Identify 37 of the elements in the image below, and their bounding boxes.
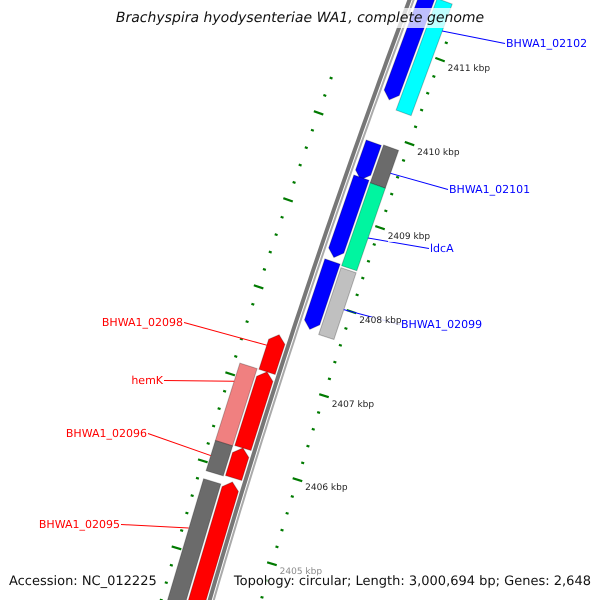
scale-label: 2405 kbp <box>280 568 322 578</box>
gene-label: hemK <box>131 375 163 386</box>
leader-line <box>390 172 448 190</box>
gene-label: ldcA <box>430 243 454 254</box>
scale-label: 2410 kbp <box>417 148 460 158</box>
title: Brachyspira hyodysenteriae WA1, complete genome <box>114 8 486 28</box>
gene-pointed-bar <box>328 174 370 258</box>
gene-pointed-bar <box>258 334 286 376</box>
gene-label: BHWA1_02096 <box>66 428 147 439</box>
leader-line <box>184 322 268 346</box>
gene-pointed-bar <box>355 139 382 180</box>
gene-bar <box>214 362 258 447</box>
gene-label: BHWA1_02101 <box>449 184 530 195</box>
gene-label: BHWA1_02099 <box>401 319 482 330</box>
leader-line <box>368 238 430 249</box>
scale-label: 2409 kbp <box>388 232 430 242</box>
gene-bar <box>205 440 234 477</box>
gene-label: BHWA1_02095 <box>38 519 120 530</box>
scale-label: 2411 kbp <box>448 64 490 74</box>
genome-info-text: Topology: circular; Length: 3,000,694 bp; Genes: 2,648 <box>234 575 591 588</box>
accession-text: Accession: NC_012225 <box>9 575 157 588</box>
scale-label: 2406 kbp <box>305 484 348 494</box>
leader-line <box>442 30 506 44</box>
gene-bar <box>370 144 400 189</box>
leader-line <box>120 524 190 528</box>
gene-bar <box>164 478 222 600</box>
gene-pointed-bar <box>304 258 341 330</box>
gene-pointed-bar <box>224 447 250 482</box>
gene-pointed-bar <box>234 371 274 452</box>
scale-label: 2407 kbp <box>332 400 374 410</box>
gene-bar <box>340 182 386 272</box>
leader-line <box>164 380 235 382</box>
gene-label: BHWA1_02098 <box>102 317 183 328</box>
gene-bar <box>318 267 357 340</box>
scale-label: 2408 kbp <box>359 316 402 326</box>
leader-line <box>148 433 212 456</box>
gene-label: BHWA1_02102 <box>506 38 588 49</box>
